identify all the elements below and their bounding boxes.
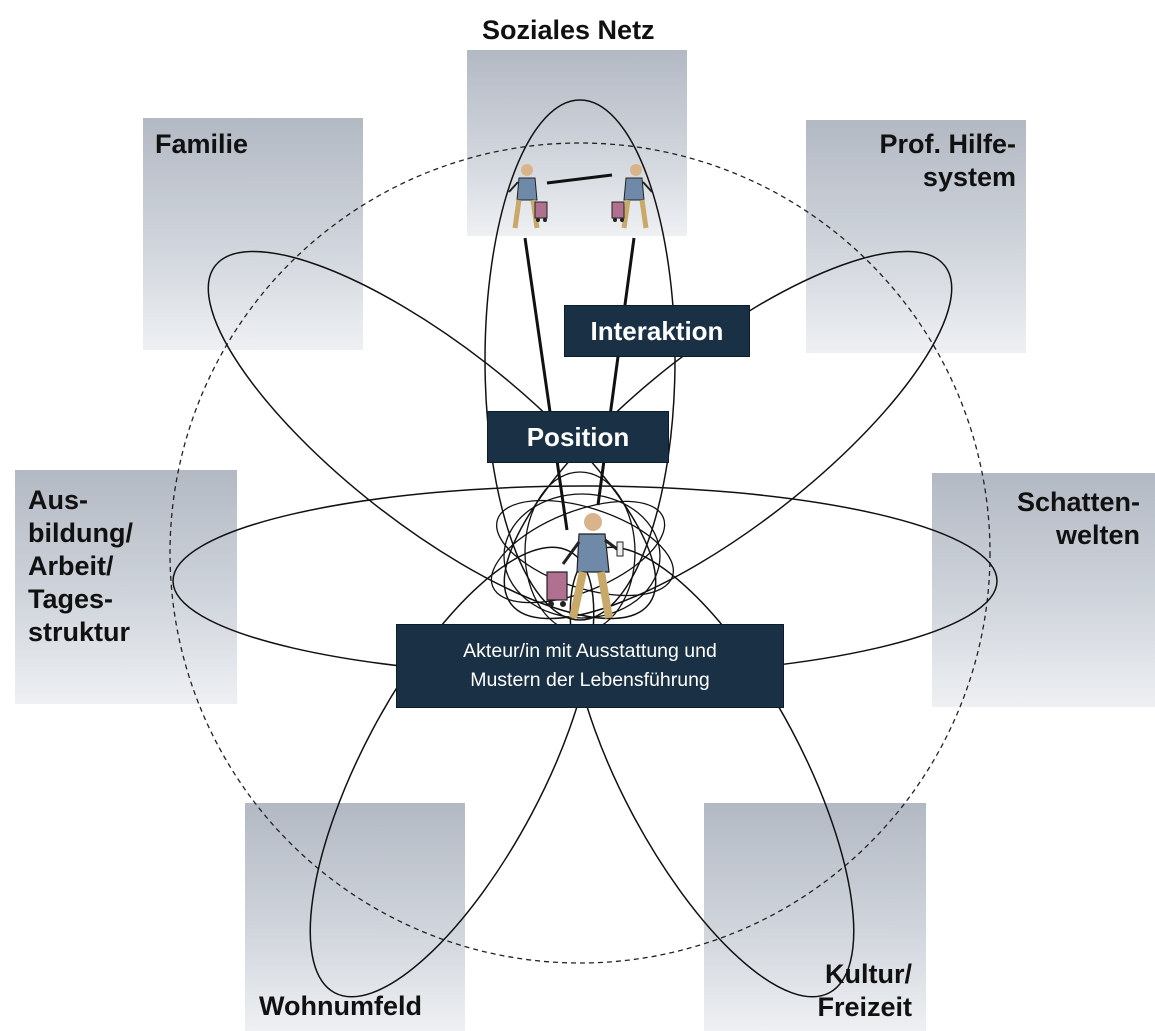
- person-traveler-icon: [611, 164, 653, 229]
- label-wohnumfeld: Wohnumfeld: [259, 991, 422, 1021]
- box-ausbildung: [15, 470, 237, 704]
- position-label: Position: [526, 421, 630, 452]
- label-ausbildung: Aus- bildung/ Arbeit/ Tages- struktur: [28, 485, 133, 647]
- person-traveler-icon: [508, 164, 548, 229]
- box-schattenwelten: [932, 473, 1155, 707]
- label-soziales-netz: Soziales Netz: [482, 15, 655, 45]
- orbit-ellipse: [309, 546, 595, 998]
- label-prof-hilfe: Prof. Hilfe- system: [879, 129, 1016, 192]
- interaction-line: [546, 173, 613, 185]
- position-line: [596, 237, 636, 506]
- box-familie: [143, 118, 363, 350]
- label-familie: Familie: [155, 129, 249, 159]
- box-prof-hilfe: [806, 120, 1026, 353]
- interaktion-box: Interaktion: [565, 306, 749, 356]
- orbit-ellipse: [207, 250, 657, 620]
- person-traveler-icon: [546, 513, 624, 619]
- label-kultur: Kultur/ Freizeit: [817, 959, 912, 1022]
- outer-dashed-circle: [169, 142, 991, 964]
- position-line: [523, 237, 569, 531]
- label-schattenwelten: Schatten- welten: [1016, 487, 1140, 550]
- position-box: Position: [488, 412, 668, 462]
- interaktion-label: Interaktion: [590, 315, 724, 346]
- box-kultur: [704, 803, 926, 1031]
- orbit-ellipse: [503, 250, 953, 620]
- inner-orbit: [495, 499, 675, 597]
- box-wohnumfeld: [245, 803, 465, 1031]
- akteur-label: Akteur/in mit Ausstattung und Mustern de…: [463, 640, 717, 691]
- akteur-box: Akteur/in mit Ausstattung und Mustern de…: [397, 625, 783, 707]
- inner-orbit: [503, 493, 661, 619]
- inner-orbit: [490, 500, 666, 604]
- orbit-ellipse: [484, 99, 676, 621]
